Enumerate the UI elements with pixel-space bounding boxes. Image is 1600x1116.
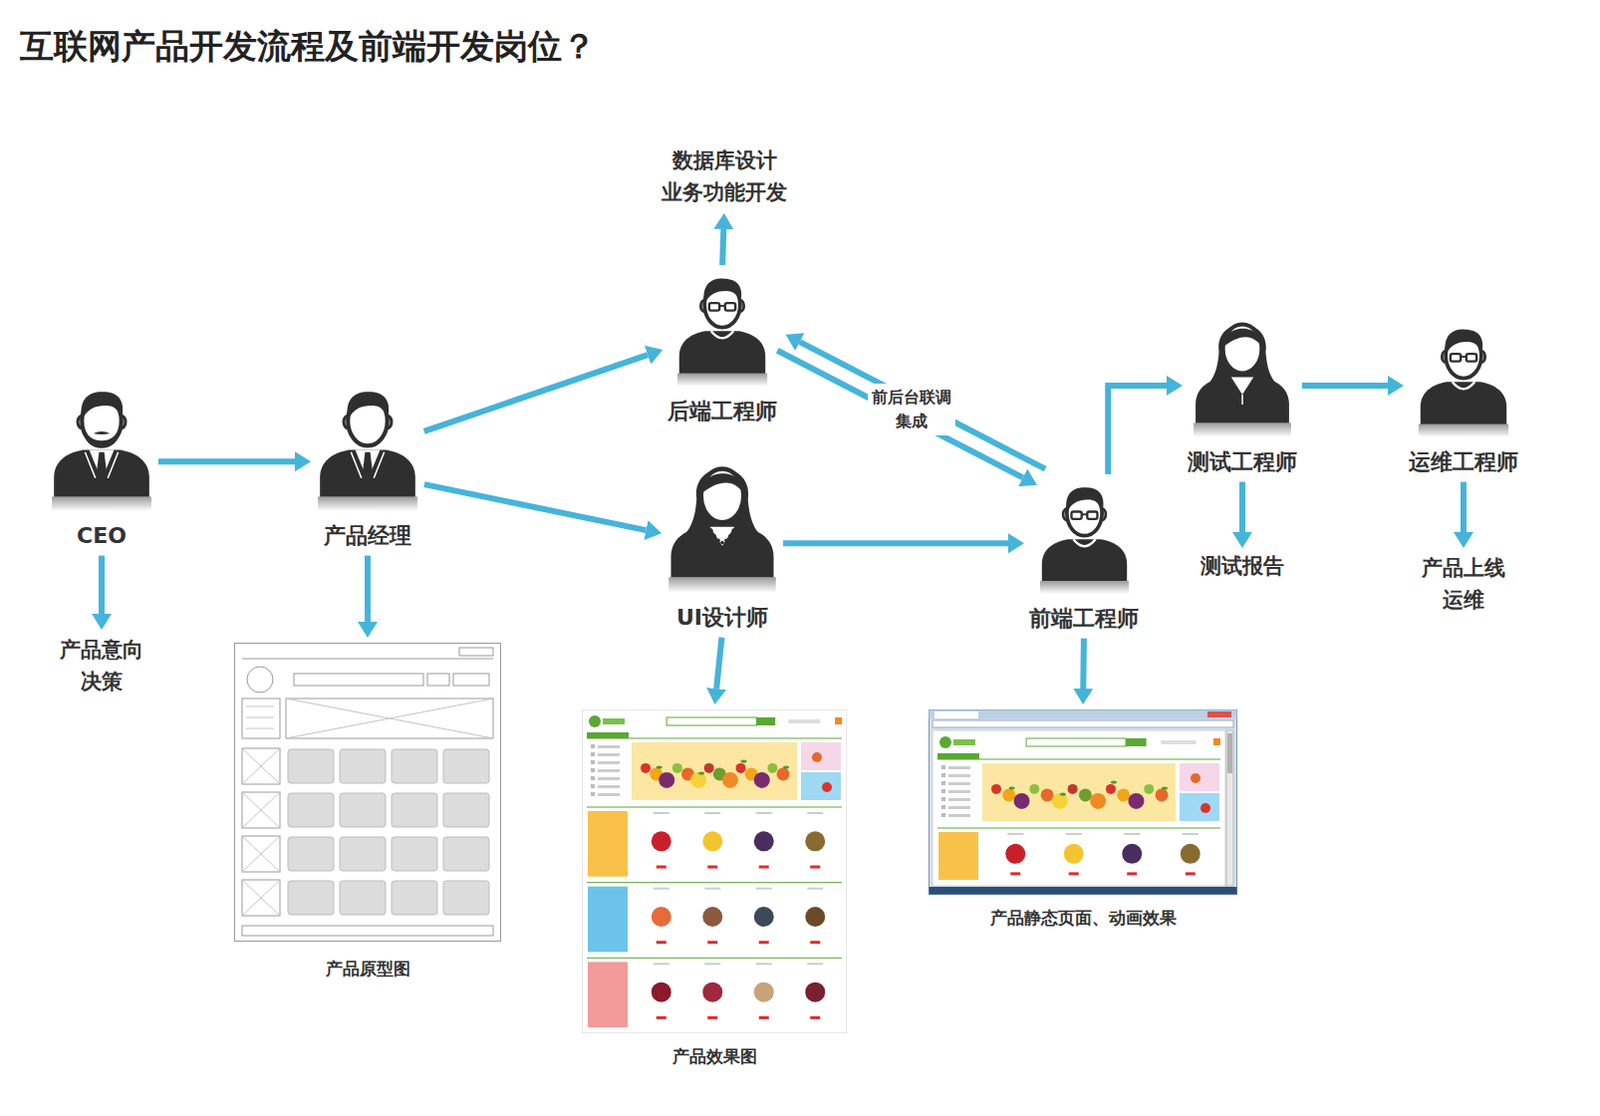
flow-arrow (101, 555, 103, 614)
role-figure: 测试工程师 (1187, 310, 1298, 478)
role-figure: 产品经理 (315, 382, 420, 551)
role-figure: 后端工程师 (667, 269, 778, 427)
arrow-line (98, 555, 105, 614)
deliverable-text: 测试报告 (1200, 552, 1285, 580)
role-figure: UI设计师 (666, 454, 779, 633)
deliverable-image: 产品原型图 (234, 642, 502, 980)
flow-arrow (424, 484, 647, 531)
page-mockup (928, 709, 1238, 895)
flow-arrow (158, 461, 295, 463)
person-icon (315, 382, 420, 513)
page-mockup (581, 709, 847, 1034)
flow-arrow (716, 637, 722, 690)
arrow-line (1107, 385, 1167, 475)
arrow-line (424, 484, 647, 531)
deliverable-text: 数据库设计 业务功能开发 (661, 145, 788, 209)
edge-label: 前后台联调 集成 (867, 383, 956, 436)
flow-arrow (367, 555, 369, 622)
deliverable-text: 产品意向 决策 (59, 634, 144, 698)
role-figure: CEO (49, 382, 154, 551)
person-icon (49, 382, 154, 513)
flow-arrow (1463, 482, 1465, 533)
arrow-line (800, 341, 1046, 470)
person-icon (675, 269, 770, 388)
arrow-line (424, 354, 648, 432)
deliverable-text: 产品意向 决策 (59, 634, 144, 698)
role-name: 测试工程师 (1187, 448, 1298, 478)
deliverable-image: 产品静态页面、动画效果 (928, 709, 1238, 929)
arrow-line (722, 229, 724, 266)
arrow-line (1460, 482, 1467, 533)
arrow-line (783, 539, 1009, 546)
page-mockup (234, 642, 502, 942)
arrow-line (1239, 482, 1246, 533)
deliverable-text: 数据库设计 业务功能开发 (661, 145, 788, 209)
image-caption: 产品原型图 (325, 957, 411, 980)
flow-arrow (1082, 638, 1085, 689)
flow-arrow (1107, 385, 1167, 475)
arrow-line (158, 458, 295, 465)
deliverable-image: 产品效果图 (581, 709, 847, 1067)
image-caption: 产品静态页面、动画效果 (990, 906, 1177, 929)
deliverable-text: 产品上线 运维 (1421, 552, 1506, 616)
flow-arrow (424, 354, 648, 432)
deliverable-text: 产品上线 运维 (1421, 552, 1506, 616)
role-name: 前端工程师 (1029, 604, 1139, 634)
role-name: 运维工程师 (1408, 448, 1519, 478)
arrow-line (364, 555, 371, 622)
flow-arrow (783, 542, 1009, 544)
image-caption: 产品效果图 (672, 1045, 758, 1067)
page-title: 互联网产品开发流程及前端开发岗位？ (19, 23, 596, 70)
role-name: 后端工程师 (667, 397, 778, 427)
role-figure: 前端工程师 (1029, 479, 1139, 634)
deliverable-text: 测试报告 (1200, 552, 1285, 580)
person-icon (666, 454, 779, 594)
role-name: CEO (76, 522, 127, 551)
role-figure: 运维工程师 (1408, 320, 1519, 478)
role-name: 产品经理 (323, 522, 412, 551)
person-icon (1038, 479, 1131, 595)
arrow-line (716, 637, 722, 690)
arrow-line (777, 350, 1023, 479)
flow-arrow (1242, 482, 1244, 533)
person-icon (1191, 310, 1294, 439)
person-icon (1416, 320, 1511, 439)
flow-arrow (777, 341, 1046, 478)
arrow-line (1079, 638, 1087, 689)
flow-arrow (1302, 384, 1388, 386)
flow-arrow (722, 229, 724, 266)
arrow-line (1302, 382, 1388, 389)
role-name: UI设计师 (676, 603, 769, 633)
